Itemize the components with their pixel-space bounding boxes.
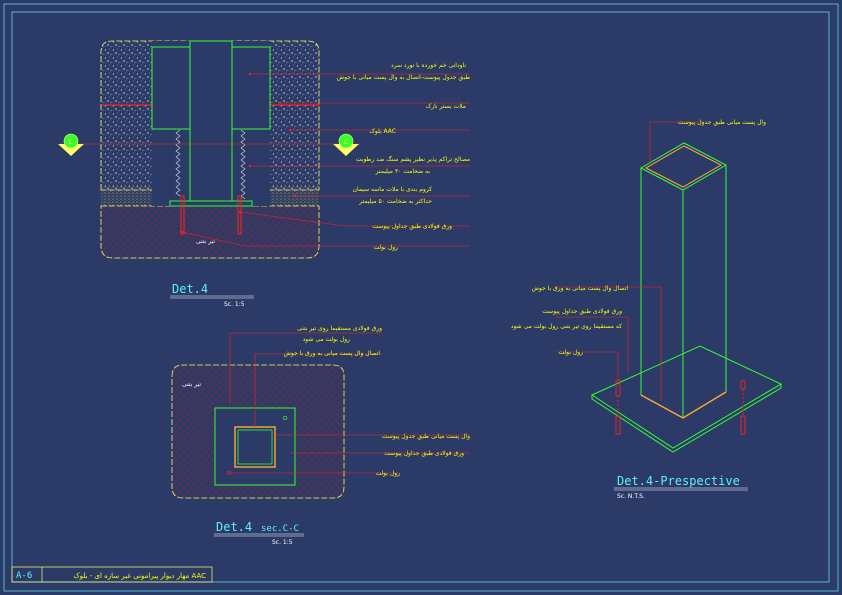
- section-label-4: ورق فولادی طبق جداول پیوست: [384, 450, 464, 457]
- det4-label-8: ورق فولادی طبق جداول پیوست: [372, 223, 452, 230]
- section-label-3: وال پست میانی طبق جدول پیوست: [382, 433, 470, 440]
- persp-post: [639, 142, 728, 191]
- section-label-2: اتصال وال پست میانی به ورق با جوش: [284, 350, 381, 357]
- det4-label-7: حداکثر به ضخامت ۵۰ میلیمتر: [358, 198, 432, 205]
- det4-leaders: [181, 73, 470, 247]
- persp-label-0: وال پست میانی طبق جدول پیوست: [678, 119, 766, 126]
- outer-frame: [3, 3, 839, 592]
- section-label-1: رول بولت می شود: [303, 336, 350, 343]
- det4-label-3: بلوک AAC: [369, 127, 396, 135]
- section-marker-left[interactable]: C: [58, 133, 84, 156]
- roll-bolt-right: [237, 195, 242, 235]
- section-marker-right[interactable]: C: [333, 133, 359, 156]
- section-marker-right-text: C: [344, 138, 349, 146]
- base-plate: [169, 200, 253, 207]
- det4-label-4: مصالح تراکم پذیر نظیر پشم سنگ ضد رطوبت: [356, 155, 470, 163]
- section-title: Det.4: [216, 520, 252, 534]
- title-block: A-6 مهار دیوار پیرامونی غیر سازه ای - بل…: [11, 566, 213, 583]
- persp-title: Det.4-Prespective: [617, 474, 740, 488]
- section-label-5: رول بولت: [375, 470, 400, 477]
- section-bolt-1: [282, 415, 288, 421]
- sheet-number: A-6: [16, 571, 32, 581]
- inner-frame: [11, 11, 830, 583]
- persp-label-3: که مستقیما روی تیر بتنی رول بولت می شود: [511, 323, 622, 330]
- det4-label-2: ملات بستر نازک: [426, 102, 466, 110]
- section-beam-label: تیر بتنی: [182, 381, 201, 388]
- persp-bolts: [615, 379, 746, 435]
- section-post-inner: [237, 429, 273, 465]
- det4-label-6: کروم بندی با ملات ماسه سیمان: [353, 186, 433, 193]
- det4-label-1: طبق جدول پیوست-اتصال به وال پست میانی با…: [337, 74, 470, 81]
- roll-bolt-left: [180, 195, 185, 235]
- det4-section: تیر بتنی ورق فولادی مستقیما روی تیر بتنی…: [171, 325, 470, 546]
- sheet-title: مهار دیوار پیرامونی غیر سازه ای - بلوک A…: [73, 572, 206, 580]
- section-label-0: ورق فولادی مستقیما روی تیر بتنی: [297, 325, 382, 332]
- compressible-material: [175, 129, 246, 200]
- persp-label-2: ورق فولادی طبق جداول پیوست: [542, 308, 622, 315]
- det4-scale: Sc. 1:5: [224, 301, 245, 308]
- section-scale: Sc. 1:5: [272, 539, 293, 546]
- section-subtitle: sec.C-C: [261, 524, 299, 534]
- section-marker-left-text: C: [69, 138, 74, 146]
- det4-label-9: رول بولت: [373, 244, 398, 251]
- det4-perspective: وال پست میانی طبق جدول پیوست اتصال وال پ…: [511, 119, 783, 500]
- det4-title: Det.4: [172, 282, 208, 296]
- persp-label-4: رول بولت: [558, 349, 583, 356]
- det4-label-5: به ضخامت ۳۰ میلیمتر: [375, 168, 431, 175]
- persp-scale: Sc. N.T.S.: [617, 493, 645, 500]
- det4-elevation: C C تیر بتنی ناودانی خم خورده با نورد سر…: [58, 40, 470, 308]
- det4-beam-label: تیر بتنی: [196, 238, 215, 245]
- persp-label-1: اتصال وال پست میانی به ورق با جوش: [532, 285, 629, 292]
- det4-label-0: ناودانی خم خورده با نورد سرد: [391, 62, 466, 69]
